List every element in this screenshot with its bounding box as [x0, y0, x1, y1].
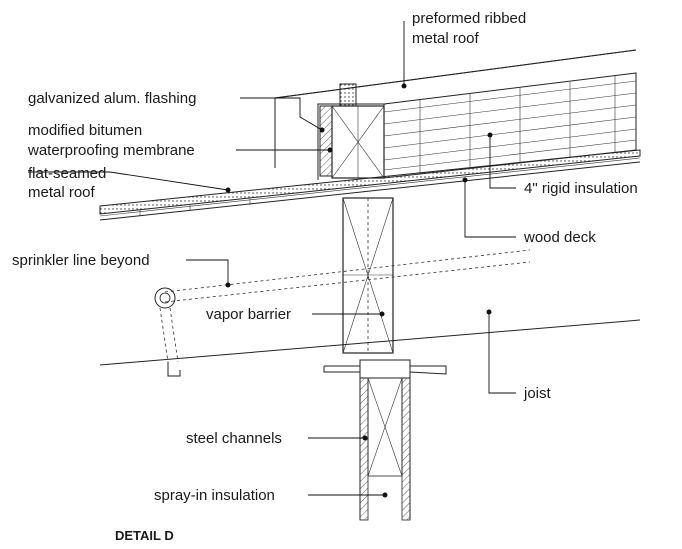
label-membrane-1: modified bitumen: [28, 122, 142, 139]
label-spray-insulation: spray-in insulation: [154, 487, 275, 504]
flashing-blocking: [317, 83, 386, 180]
label-vapor-barrier: vapor barrier: [206, 306, 291, 323]
label-flat-roof-1: flat-seamed: [28, 165, 106, 182]
leader-lines: [28, 21, 516, 498]
label-steel-channels: steel channels: [186, 430, 282, 447]
label-sprinkler: sprinkler line beyond: [12, 252, 150, 269]
flat-seamed-roof: [99, 149, 641, 221]
detail-caption: DETAIL D: [115, 528, 174, 543]
label-flashing: galvanized alum. flashing: [28, 90, 196, 107]
label-preformed-roof-2: metal roof: [412, 30, 480, 47]
label-preformed-roof-1: preformed ribbed: [412, 10, 526, 27]
label-joist: joist: [523, 385, 552, 402]
vertical-post: [342, 197, 394, 354]
label-rigid-insulation: 4" rigid insulation: [524, 180, 638, 197]
label-flat-roof-2: metal roof: [28, 184, 96, 201]
label-wood-deck: wood deck: [523, 229, 596, 246]
label-membrane-2: waterproofing membrane: [27, 142, 195, 159]
ceiling-line: [99, 319, 641, 366]
